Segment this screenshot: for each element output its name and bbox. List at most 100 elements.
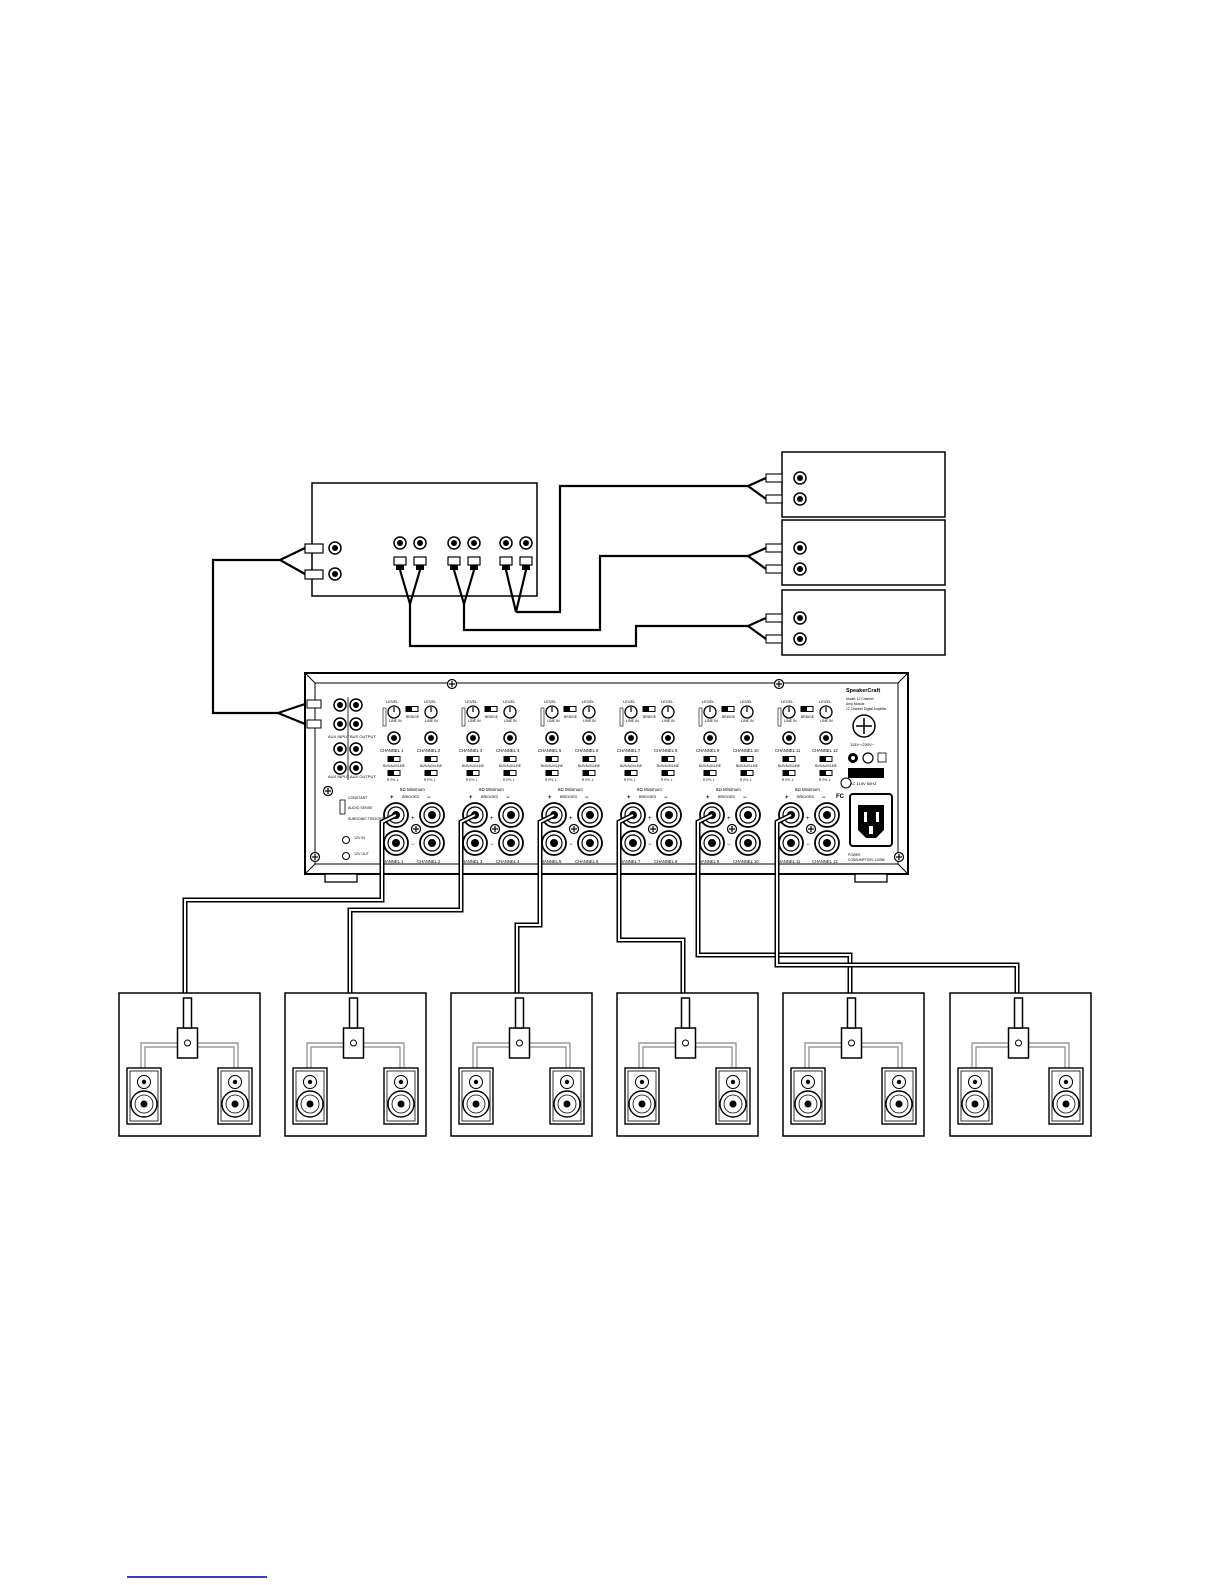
speaker-left-icon bbox=[458, 1067, 494, 1125]
rl-label: R R+L L bbox=[424, 778, 436, 782]
plus-sign: + bbox=[548, 795, 552, 801]
source-plug-2 bbox=[304, 569, 324, 580]
wall-plate-icon bbox=[176, 1027, 199, 1059]
mode-switch-icon bbox=[424, 770, 438, 776]
level-label: LEVEL bbox=[465, 699, 478, 704]
binding-post-icon bbox=[656, 830, 682, 856]
voltage-selector-icon bbox=[852, 714, 876, 738]
svg-text:FC: FC bbox=[836, 794, 845, 800]
level-knob-icon bbox=[503, 705, 517, 719]
speaker-right-icon bbox=[881, 1067, 917, 1125]
binding-post-icon bbox=[419, 802, 445, 828]
screw-icon bbox=[489, 823, 501, 835]
footer-link-underline[interactable] bbox=[127, 1576, 267, 1578]
screw-icon bbox=[726, 823, 738, 835]
speaker-cables bbox=[182, 812, 1020, 1030]
source-output-jack-2 bbox=[328, 567, 342, 581]
channel-label-top: CHANNEL 1 bbox=[380, 748, 404, 753]
rl-label: R R+L L bbox=[740, 778, 752, 782]
bridge-switch-icon bbox=[721, 706, 735, 712]
minus-sign: − bbox=[648, 842, 652, 848]
source-switch-icon bbox=[782, 756, 796, 762]
selector-label: BUS/AUX/LINE bbox=[578, 764, 600, 768]
level-label: LEVEL bbox=[702, 699, 715, 704]
line-in-jack-icon bbox=[503, 731, 517, 745]
channel-label-top: CHANNEL 11 bbox=[775, 748, 801, 753]
amplifier: AUX INPUT BUS OUTPUT AUX INPUT AUX OUTPU… bbox=[304, 672, 909, 883]
minus-sign: − bbox=[727, 842, 731, 848]
channel-label-top: CHANNEL 9 bbox=[696, 748, 720, 753]
speaker-cable-inner-2 bbox=[349, 814, 476, 1030]
binding-post-icon bbox=[814, 830, 840, 856]
bridge-switch-icon bbox=[405, 706, 419, 712]
bridge-label: BRIDGE bbox=[722, 715, 736, 719]
binding-post-icon bbox=[735, 802, 761, 828]
level-label: LEVEL bbox=[424, 699, 437, 704]
fuse-icon bbox=[848, 752, 887, 764]
rl-label: R R+L L bbox=[661, 778, 673, 782]
channel-label-bottom: CHANNEL 10 bbox=[733, 859, 759, 864]
channel-groups: LEVEL LEVEL LINE IN LINE IN BRIDGE CHANNEL 1 C… bbox=[380, 699, 840, 864]
speaker-rooms bbox=[118, 992, 1092, 1137]
channel-label-top: CHANNEL 7 bbox=[617, 748, 641, 753]
selector-label: BUS/AUX/LINE bbox=[462, 764, 484, 768]
mode-switch-icon bbox=[661, 770, 675, 776]
bridged-label: BRIDGED bbox=[718, 795, 736, 799]
source-output-jack-1 bbox=[328, 541, 342, 555]
channel-label-bottom: CHANNEL 1 bbox=[380, 859, 404, 864]
source-plug-1 bbox=[304, 543, 324, 554]
source-switch-icon bbox=[387, 756, 401, 762]
channel-label-top: CHANNEL 3 bbox=[459, 748, 483, 753]
speaker-right-icon bbox=[1048, 1067, 1084, 1125]
plus-sign: + bbox=[490, 816, 494, 822]
channel-label-top: CHANNEL 2 bbox=[417, 748, 441, 753]
speaker-cable-inner-3 bbox=[516, 814, 555, 1030]
channel-label-bottom: CHANNEL 3 bbox=[459, 859, 483, 864]
screw-icon bbox=[805, 823, 817, 835]
plus-sign: + bbox=[469, 795, 473, 801]
minus-sign: − bbox=[806, 842, 810, 848]
ohm-label: 8Ω Minimum bbox=[558, 787, 583, 792]
room-6 bbox=[949, 992, 1092, 1137]
channel-label-bottom: CHANNEL 2 bbox=[417, 859, 441, 864]
speaker-left-icon bbox=[292, 1067, 328, 1125]
bridge-label: BRIDGE bbox=[643, 715, 657, 719]
level-label: LEVEL bbox=[544, 699, 557, 704]
line-in-label: LINE IN bbox=[547, 719, 560, 723]
line-in-label: LINE IN bbox=[583, 719, 596, 723]
bridge-label: BRIDGE bbox=[564, 715, 578, 719]
line-in-jack-icon bbox=[782, 731, 796, 745]
binding-post-icon bbox=[814, 802, 840, 828]
room-4 bbox=[616, 992, 759, 1137]
plus-sign: + bbox=[648, 816, 652, 822]
bridge-switch-icon bbox=[484, 706, 498, 712]
source-switch-icon bbox=[545, 756, 559, 762]
speaker-cable-inner-4 bbox=[618, 814, 684, 1030]
mode-switch-icon bbox=[740, 770, 754, 776]
channel-label-bottom: CHANNEL 9 bbox=[696, 859, 720, 864]
speaker-cable-inner-5 bbox=[697, 814, 851, 1030]
line-in-label: LINE IN bbox=[820, 719, 833, 723]
minus-sign: − bbox=[822, 795, 826, 801]
level-knob-icon bbox=[582, 705, 596, 719]
plus-sign: + bbox=[411, 816, 415, 822]
component-box-3 bbox=[765, 589, 946, 656]
line-in-jack-icon bbox=[703, 731, 717, 745]
source-switch-icon bbox=[466, 756, 480, 762]
plus-sign: + bbox=[806, 816, 810, 822]
trigger-panel: CONSTANT AUDIO SENSE SUBSONIC TRIGGER 12… bbox=[339, 796, 384, 860]
trigger-out-label: 12V OUT bbox=[354, 852, 370, 856]
selector-label: BUS/AUX/LINE bbox=[541, 764, 563, 768]
ohm-label: 8Ω Minimum bbox=[400, 787, 425, 792]
mode-switch-icon bbox=[545, 770, 559, 776]
minus-sign: − bbox=[506, 795, 510, 801]
aux-input-label-2: AUX INPUT bbox=[328, 774, 350, 779]
minus-sign: − bbox=[427, 795, 431, 801]
bridge-switch-icon bbox=[563, 706, 577, 712]
rl-label: R R+L L bbox=[545, 778, 557, 782]
speaker-left-icon bbox=[624, 1067, 660, 1125]
mode-switch-icon bbox=[782, 770, 796, 776]
